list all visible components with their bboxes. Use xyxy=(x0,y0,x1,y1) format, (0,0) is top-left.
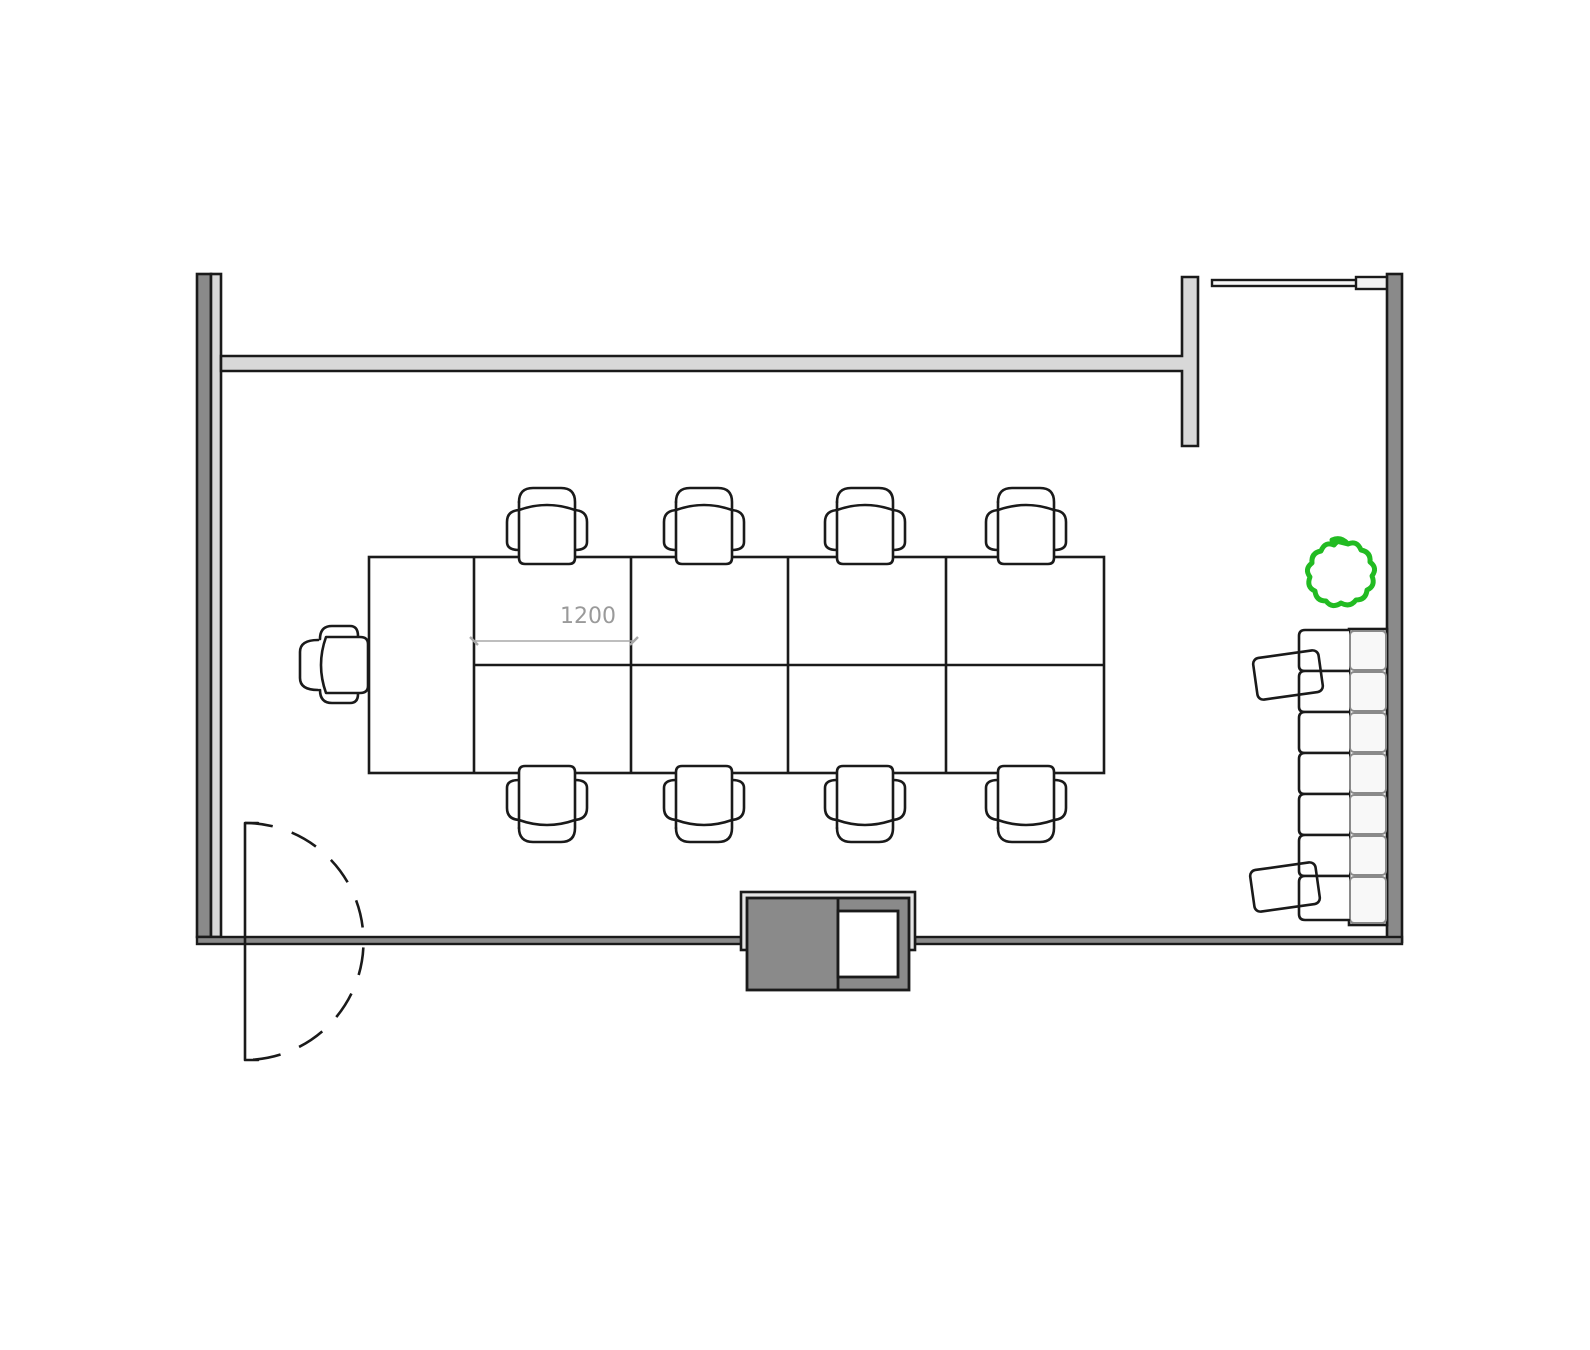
chair xyxy=(505,486,589,566)
top-interior-wall xyxy=(219,275,1200,448)
sofa xyxy=(1297,627,1389,927)
chair xyxy=(984,486,1068,566)
chairs-bottom-row xyxy=(505,764,1068,844)
swing-door[interactable] xyxy=(243,821,365,1062)
plant xyxy=(1304,536,1378,609)
dimension-label: 1200 xyxy=(560,604,616,629)
left-exterior-wall xyxy=(195,272,223,939)
armchair-bottom xyxy=(1248,861,1322,913)
chair xyxy=(662,764,746,844)
chair xyxy=(823,486,907,566)
sofa-back-cushions xyxy=(1349,630,1387,924)
chair xyxy=(662,486,746,566)
cabinet xyxy=(739,890,917,992)
chair xyxy=(505,764,589,844)
chair xyxy=(823,764,907,844)
sliding-door[interactable] xyxy=(1210,275,1390,291)
sofa-seat-cushions xyxy=(1297,628,1351,922)
chairs-top-row xyxy=(505,486,1068,566)
right-exterior-wall xyxy=(1385,272,1404,944)
head-chair xyxy=(298,624,370,705)
dimension-annotation: 1200 xyxy=(469,604,639,646)
armchair-top xyxy=(1251,649,1325,701)
conference-table xyxy=(367,555,1106,775)
chair xyxy=(984,764,1068,844)
